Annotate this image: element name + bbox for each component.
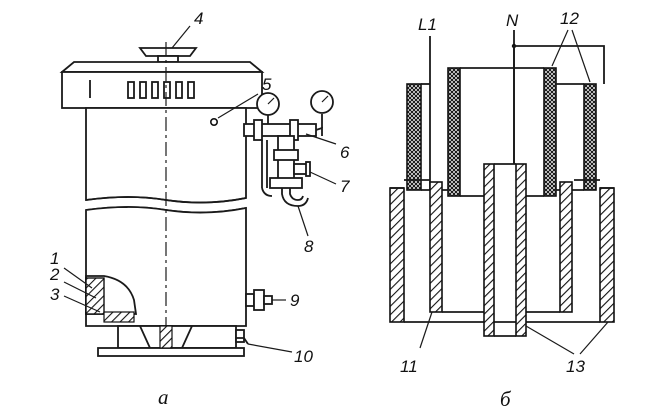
- callout-9: 9: [290, 291, 300, 310]
- callout-6: 6: [340, 143, 350, 162]
- callout-4: 4: [194, 9, 203, 28]
- callout-7: 7: [340, 177, 350, 196]
- outer-electrode: [389, 179, 615, 323]
- callout-11: 11: [400, 357, 418, 376]
- caption-b: б: [500, 387, 512, 411]
- central-electrode: [483, 163, 527, 337]
- indicator-lamp: [210, 118, 219, 127]
- callout-1: 1: [50, 249, 59, 268]
- leader-lines-left: [63, 25, 337, 353]
- caption-a: а: [158, 385, 169, 409]
- callout-2: 2: [49, 265, 60, 284]
- upper-insulator-rings: [406, 67, 597, 197]
- boiler-lid: [59, 61, 265, 109]
- outlet-pipe-assembly: [243, 90, 334, 207]
- lid-vents: [127, 81, 195, 99]
- callout-12: 12: [560, 9, 579, 28]
- side-tap: [245, 289, 273, 311]
- callout-13: 13: [566, 357, 585, 376]
- electrode-section: L1 N 12 11 13 б: [389, 9, 615, 411]
- tank-lower: [85, 206, 247, 327]
- middle-electrode: [429, 181, 573, 313]
- boiler-view: 4 5 6 7 8 9 10 1 2 3 а: [49, 9, 350, 409]
- callout-8: 8: [304, 237, 314, 256]
- callout-3: 3: [50, 285, 60, 304]
- top-valve: [138, 47, 198, 63]
- terminal-label-l1: L1: [418, 15, 437, 34]
- callout-5: 5: [262, 75, 272, 94]
- leader-lines-right: [419, 29, 609, 355]
- callout-10: 10: [294, 347, 313, 366]
- boiler-base: [97, 325, 249, 357]
- terminal-label-n: N: [506, 11, 519, 30]
